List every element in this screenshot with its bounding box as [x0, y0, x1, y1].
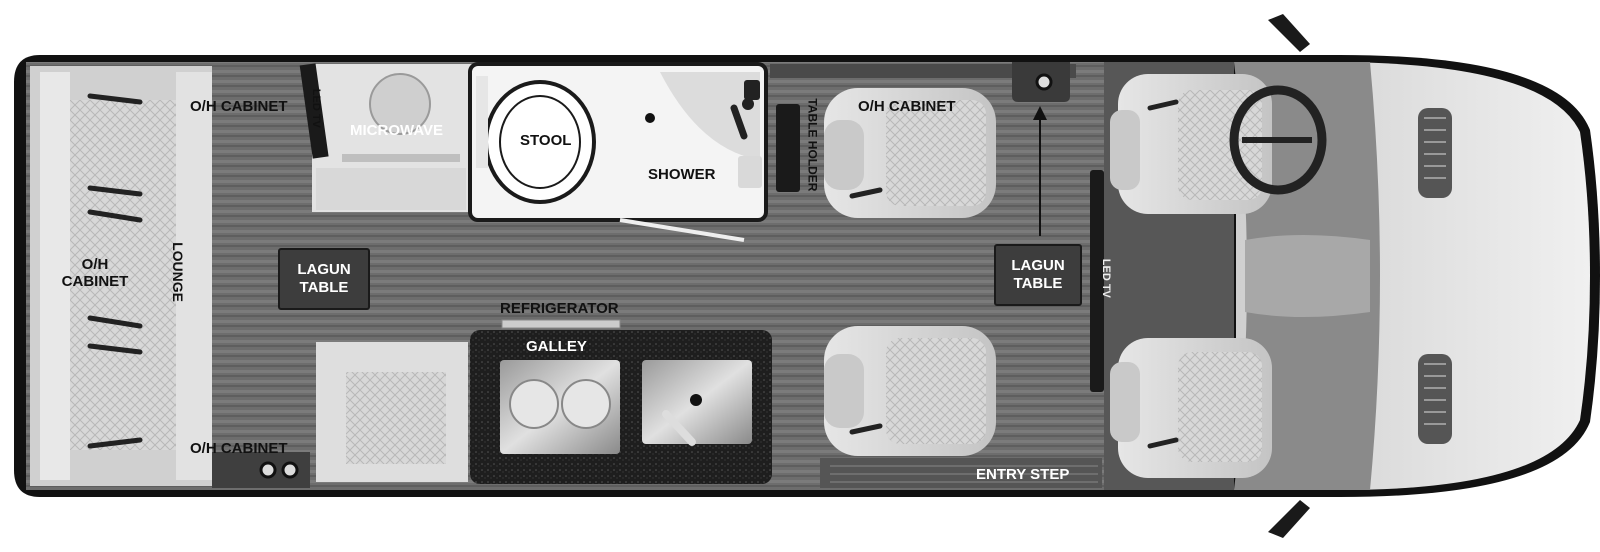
lounge-seatbelts: [87, 93, 143, 449]
shower-pan: [660, 72, 760, 160]
label-led-tv-front: LED TV: [1099, 258, 1112, 298]
knob-right: [281, 461, 299, 479]
label-table-holder: TABLE HOLDER: [805, 98, 820, 192]
label-oh-cabinet-bottom-left: O/H CABINET: [190, 440, 288, 457]
label-refrigerator: REFRIGERATOR: [500, 300, 619, 317]
mirror-bottom: [1268, 500, 1310, 538]
label-oh-cabinet-top-right: O/H CABINET: [858, 98, 956, 115]
label-oh-cabinet-top-left: O/H CABINET: [190, 98, 288, 115]
hood-vent-bottom: [1418, 354, 1452, 444]
shower-drain: [645, 113, 655, 123]
captain-chair-bottom: [824, 326, 996, 456]
label-oh-cabinet-rear: O/H CABINET: [58, 256, 132, 291]
label-lounge: LOUNGE: [169, 242, 186, 302]
lagun-table-front-line1: LAGUN: [1011, 257, 1065, 274]
led-tv-rear-panel: [299, 63, 329, 159]
label-stool: STOOL: [520, 132, 572, 149]
lagun-table-front: LAGUN TABLE: [994, 244, 1082, 306]
label-galley: GALLEY: [526, 338, 587, 355]
shower-valve: [730, 80, 760, 140]
lagun-table-rear-line2: TABLE: [299, 279, 349, 296]
led-tv-front-panel: [1090, 170, 1104, 392]
entry-step: [820, 458, 1102, 488]
driver-seat: [1110, 74, 1272, 214]
label-microwave: MICROWAVE: [350, 122, 444, 139]
steering-wheel: [1229, 85, 1327, 195]
microwave-turntable: [369, 73, 431, 135]
hood-vent-top: [1418, 108, 1452, 198]
label-entry-step: ENTRY STEP: [976, 466, 1070, 483]
rear-lounge-cushion: [64, 100, 176, 450]
table-holder: [776, 104, 800, 192]
knob-left: [259, 461, 277, 479]
mirror-top: [1268, 14, 1310, 52]
label-led-tv-rear: LED TV: [309, 88, 322, 128]
lagun-table-front-line2: TABLE: [1013, 275, 1063, 292]
label-oh-cabinet-rear-line1: O/H: [81, 256, 109, 273]
label-shower: SHOWER: [648, 166, 716, 183]
shower-door: [619, 218, 745, 242]
lagun-table-rear-line1: LAGUN: [297, 261, 351, 278]
label-oh-cabinet-rear-line2: CABINET: [61, 273, 129, 291]
lagun-table-rear: LAGUN TABLE: [278, 248, 370, 310]
captain-chair-top: [824, 88, 996, 218]
refrigerator-strip: [501, 319, 621, 329]
passenger-seat: [1110, 338, 1272, 478]
cabinet-knob: [1035, 73, 1053, 91]
